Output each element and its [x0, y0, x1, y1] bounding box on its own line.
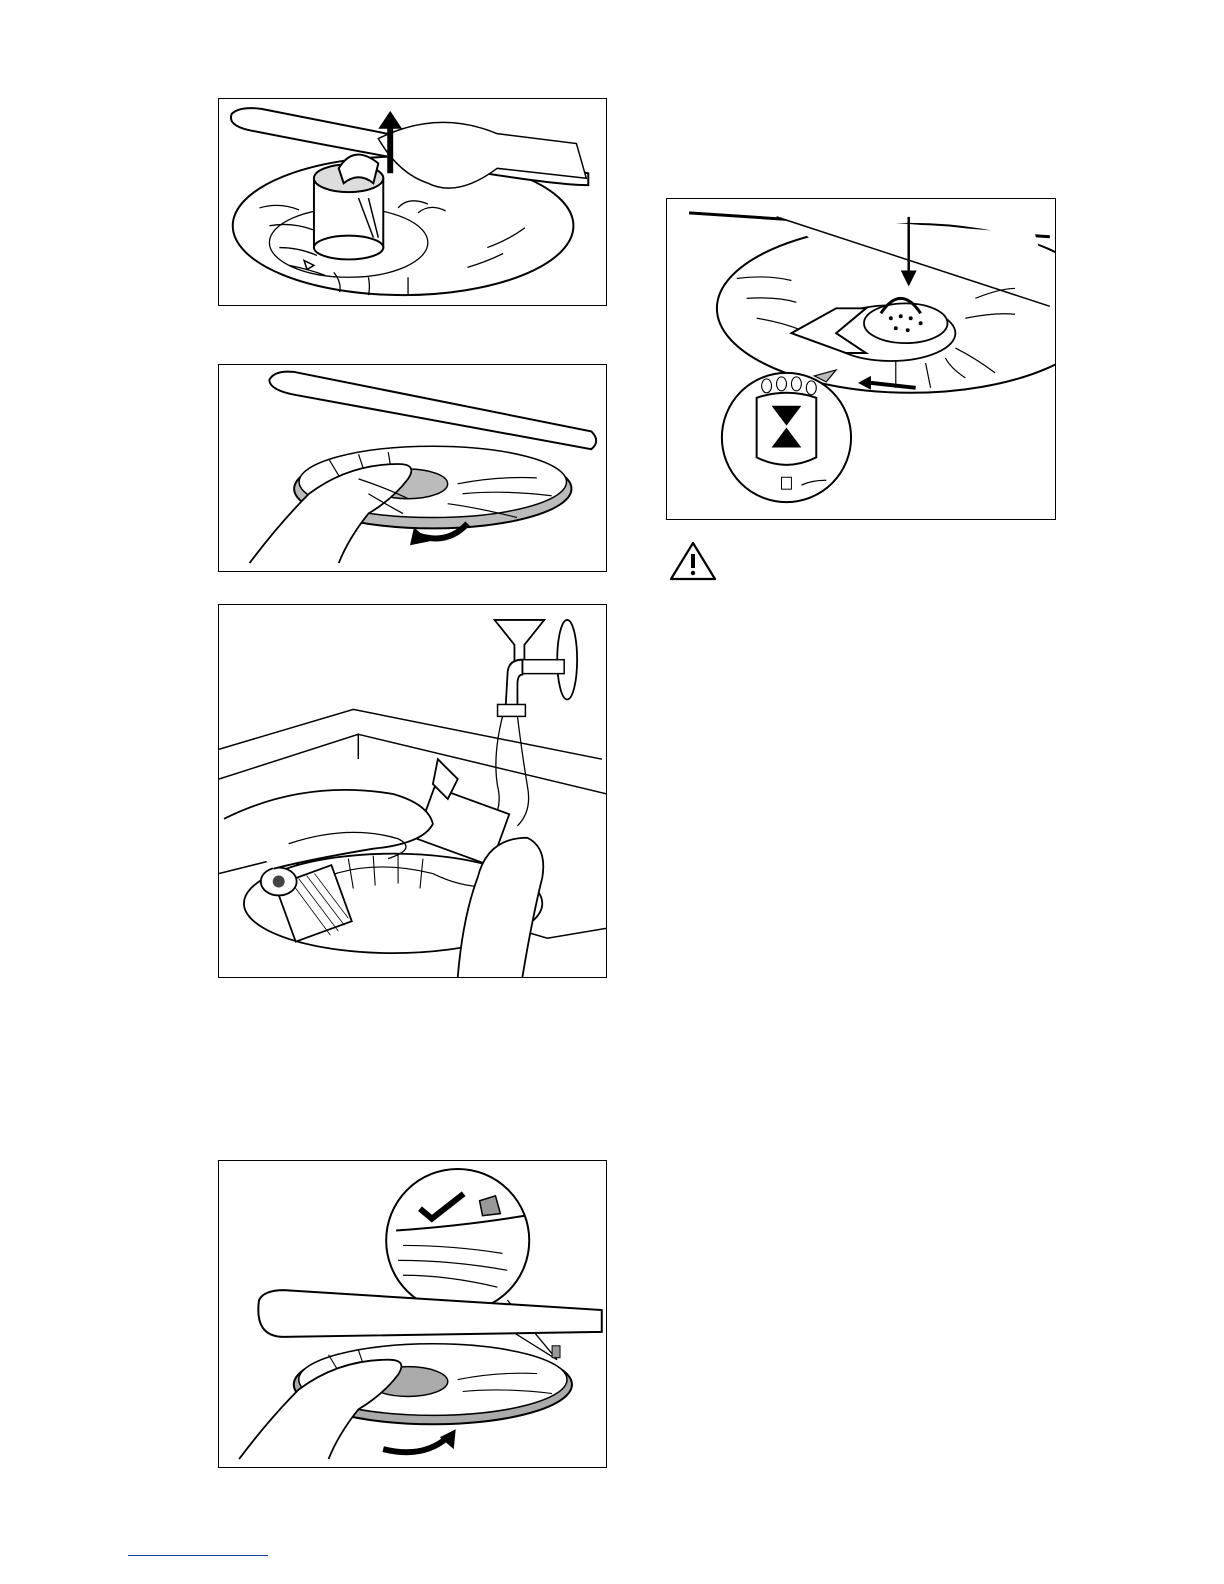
insert-filter-illustration	[667, 199, 1055, 519]
figure-unlock-filter	[218, 364, 607, 572]
clean-filter-illustration	[219, 605, 606, 977]
warning-triangle-icon	[668, 540, 718, 582]
remove-filter-illustration	[219, 99, 606, 305]
unlock-filter-illustration	[219, 365, 606, 571]
footer-link-underline	[128, 1555, 268, 1556]
figure-remove-filter	[218, 98, 607, 306]
figure-lock-filter	[218, 1160, 607, 1468]
figure-insert-filter	[666, 198, 1056, 520]
figure-clean-filter	[218, 604, 607, 978]
lock-filter-illustration	[219, 1161, 606, 1467]
